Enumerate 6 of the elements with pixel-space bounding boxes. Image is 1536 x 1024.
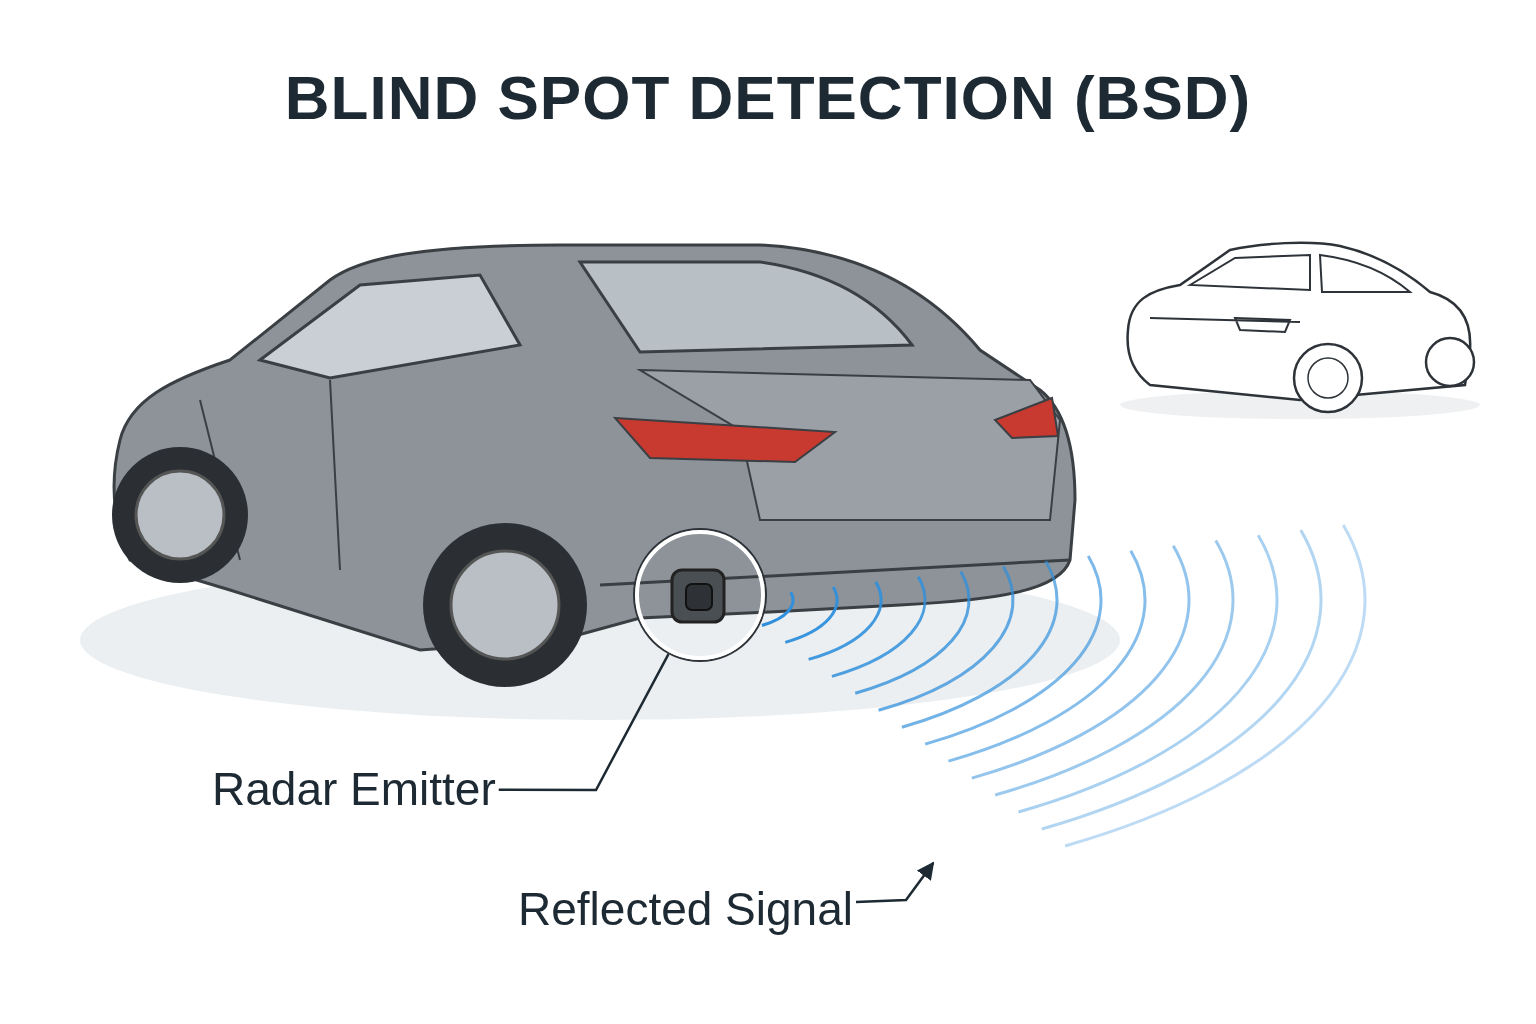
- callout-label: Radar Emitter: [212, 764, 496, 815]
- arrow: [855, 861, 935, 904]
- leader-line: [498, 653, 670, 792]
- diagram-title: BLIND SPOT DETECTION (BSD): [283, 62, 1253, 133]
- callout-label: Reflected Signal: [518, 884, 853, 935]
- magnifier-circle: [635, 530, 765, 660]
